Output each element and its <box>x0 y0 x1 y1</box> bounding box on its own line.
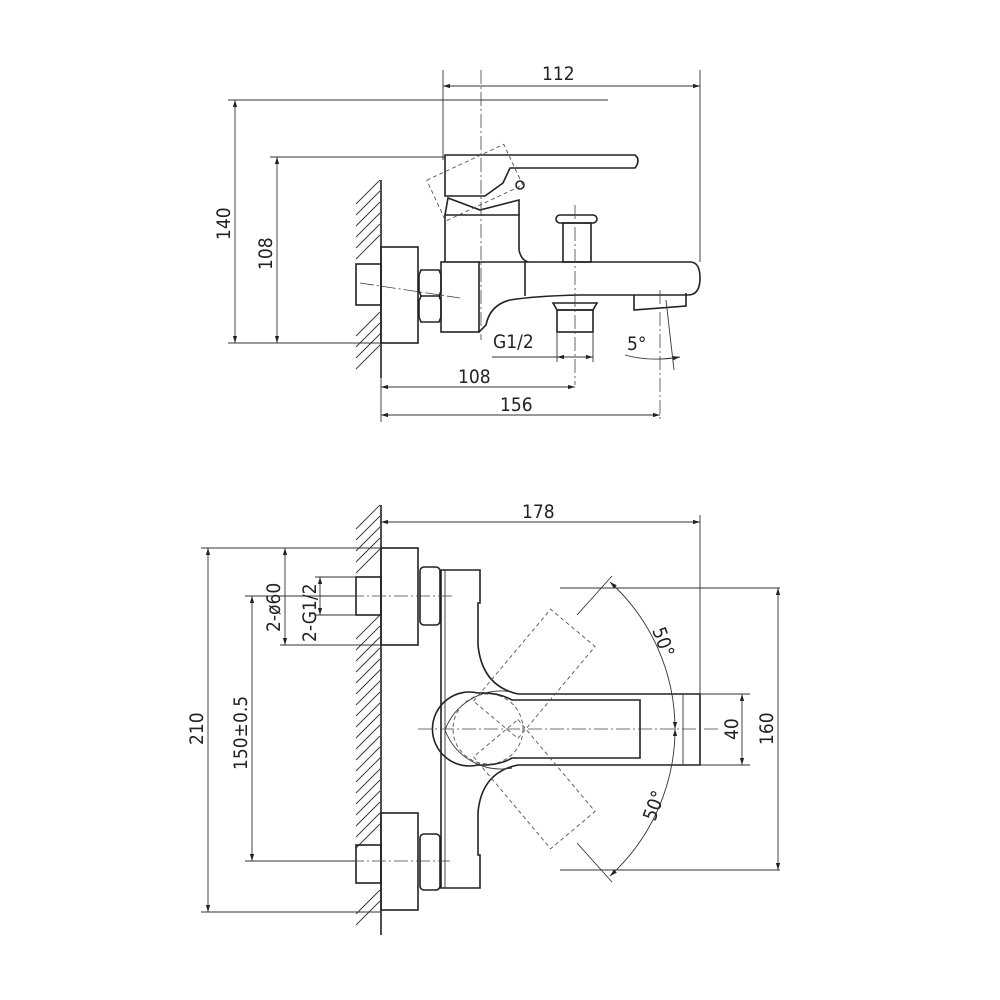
hatch-line <box>355 223 381 249</box>
hatch-line <box>355 680 381 706</box>
dim-40: 40 <box>721 718 743 740</box>
hatch-line <box>355 735 381 761</box>
hatch-line <box>355 691 381 717</box>
hatch-line <box>355 900 381 926</box>
hatch-line <box>355 526 381 552</box>
hatch-line <box>355 658 381 684</box>
flange-upper <box>380 547 419 646</box>
hatch-line <box>355 790 381 816</box>
wall-flange <box>380 246 419 344</box>
spout <box>478 261 701 333</box>
hatch-line <box>355 823 381 849</box>
hatch-line <box>355 669 381 695</box>
dim-178: 178 <box>522 501 555 523</box>
hatch-line <box>355 179 381 205</box>
dim-angle-upper: 50° <box>647 624 678 660</box>
hatch-line <box>355 537 381 563</box>
dim-flange-diameter: 2-ø60 <box>263 583 285 632</box>
hex-nut <box>418 269 442 323</box>
diverter-knob <box>555 214 598 224</box>
hatch-line <box>355 647 381 673</box>
hatch-line <box>355 548 381 574</box>
side-view: 112 140 108 G1/2 5° 108 156 <box>213 63 701 422</box>
hatch-line <box>355 311 381 337</box>
hatch-line <box>355 201 381 227</box>
dim-108-horizontal: 108 <box>458 366 491 388</box>
diverter-stem <box>562 222 592 263</box>
hatch-line <box>355 234 381 260</box>
hatch-line <box>355 636 381 662</box>
flange-lower <box>380 812 419 911</box>
hatch-line <box>355 713 381 739</box>
hatch-line <box>355 812 381 838</box>
dim-angle-lower: 50° <box>639 788 670 824</box>
hatch-line <box>355 702 381 728</box>
dim-160: 160 <box>756 712 778 745</box>
dim-112: 112 <box>542 63 575 85</box>
top-view: 178 210 150±0.5 2-ø60 2-G1/2 50° 50° 40 … <box>186 501 781 935</box>
dim-210: 210 <box>186 712 208 745</box>
hatch-line <box>355 801 381 827</box>
lever-handle <box>444 154 639 197</box>
hatch-line <box>355 190 381 216</box>
dim-150-tolerance: 150±0.5 <box>230 696 252 770</box>
dim-g12-outlet: G1/2 <box>493 331 534 353</box>
hatch-line <box>355 504 381 530</box>
hatch-line <box>355 212 381 238</box>
hatch-line <box>355 724 381 750</box>
lever-raised-outline <box>426 143 524 222</box>
mixer-body <box>440 261 480 333</box>
hatch-line <box>355 757 381 783</box>
hatch-line <box>355 768 381 794</box>
dim-140: 140 <box>213 207 235 240</box>
inlet-stub-lower <box>355 844 382 884</box>
hatch-line <box>355 333 381 359</box>
hatch-line <box>355 515 381 541</box>
hatch-line <box>355 344 381 370</box>
wall-hatching <box>355 179 381 370</box>
hatch-line <box>355 614 381 640</box>
hatch-line <box>355 746 381 772</box>
dim-108-vertical: 108 <box>255 237 277 270</box>
cartridge-housing <box>444 214 529 263</box>
hatch-line <box>355 779 381 805</box>
dim-156: 156 <box>500 394 533 416</box>
wall-hatching <box>355 504 381 926</box>
dim-5-degree: 5° <box>627 333 646 355</box>
dim-inlet-thread: 2-G1/2 <box>299 584 321 643</box>
hatch-line <box>355 625 381 651</box>
hatch-line <box>355 889 381 915</box>
nut-lower <box>419 833 441 891</box>
lever-rotated-outlines <box>472 608 596 850</box>
